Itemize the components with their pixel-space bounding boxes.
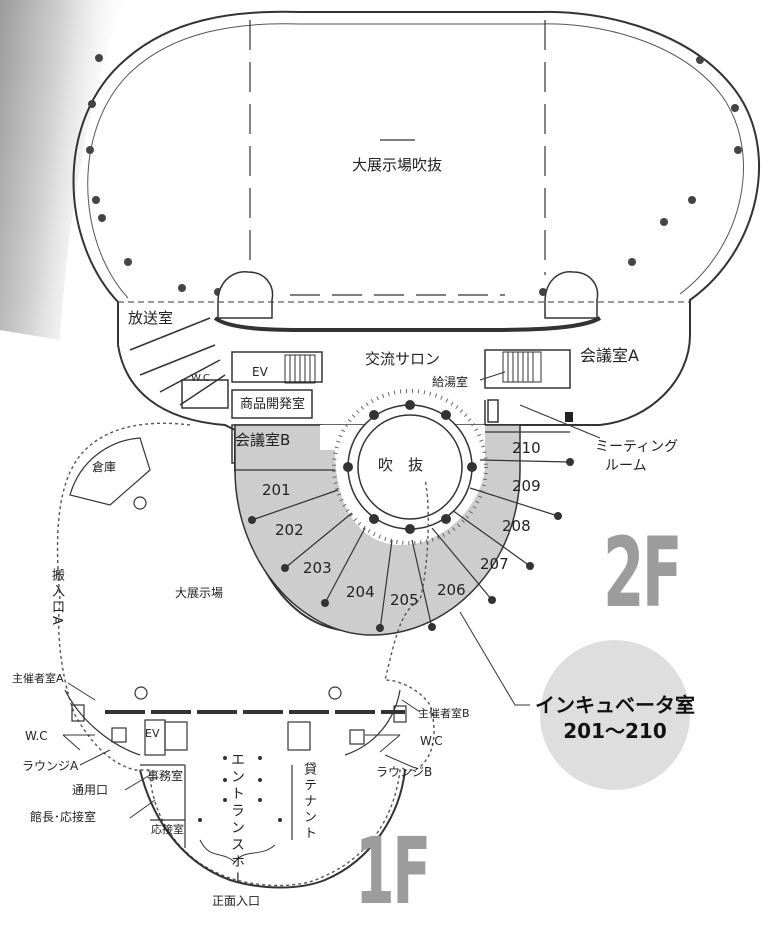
floor-2f-label: 2F — [603, 517, 683, 629]
room-206-label: 206 — [437, 581, 466, 599]
room-204-label: 204 — [346, 583, 375, 601]
wc-2f-label: W.C — [191, 373, 210, 384]
atrium-bump-left — [217, 271, 274, 319]
photo-background — [0, 0, 125, 340]
column-dot — [734, 146, 742, 154]
incubator-callout-bubble — [540, 640, 690, 790]
storage-label: 倉庫 — [92, 460, 117, 474]
column-dot — [178, 284, 186, 292]
product-dev-room-label: 商品開発室 — [240, 397, 306, 412]
stair-2f-right — [502, 351, 542, 383]
column-dot — [88, 100, 96, 108]
column-dot — [688, 196, 696, 204]
loading-entrance-label: 搬入口A — [49, 568, 64, 628]
room-209-label: 209 — [512, 477, 541, 495]
exhibition-hall-label: 大展示場 — [175, 586, 224, 600]
lounge-b-wall — [344, 689, 401, 756]
room-203-label: 203 — [303, 559, 332, 577]
wc-1f-left-label: W.C — [25, 729, 48, 743]
void-label: 吹 抜 — [378, 456, 424, 474]
meeting-room-label-1: ミーティング — [595, 439, 679, 455]
organizer-room-a-label: 主催者室A — [12, 672, 64, 685]
office-label: 事務室 — [147, 769, 184, 783]
kitchenette-label: 給湯室 — [432, 375, 469, 389]
wc-1f-right-label: W.C — [420, 734, 443, 748]
lounge-b-label: ラウンジB — [376, 765, 433, 779]
salon-label: 交流サロン — [365, 350, 441, 368]
room-210-label: 210 — [512, 439, 541, 457]
ev-1f-label: EV — [145, 727, 160, 740]
tenant-label: 貸テナント — [301, 762, 316, 842]
column-dot — [92, 196, 100, 204]
central-void-inner — [357, 414, 463, 520]
director-reception-label: 館長･応接室 — [30, 810, 97, 824]
column-dot — [731, 104, 739, 112]
column-dot — [95, 54, 103, 62]
room-201-label: 201 — [262, 481, 291, 499]
meeting-room-b-label: 会議室B — [235, 431, 291, 449]
room-207-label: 207 — [480, 555, 509, 573]
main-entrance-label: 正面入口 — [212, 894, 261, 908]
column-dot — [124, 258, 132, 266]
reception-room-label: 応接室 — [151, 823, 184, 836]
meeting-room-a-label: 会議室A — [580, 346, 639, 365]
incubator-callout-title: インキュベータ室 — [535, 693, 695, 717]
ev-2f-label: EV — [252, 365, 268, 379]
room-202-label: 202 — [275, 521, 304, 539]
lounge-a-wall — [64, 689, 141, 756]
meeting-room-label-2: ルーム — [605, 458, 647, 474]
room-205-label: 205 — [390, 591, 419, 609]
column-dot — [696, 56, 704, 64]
service-entrance-label: 通用口 — [72, 783, 109, 797]
floor-1f-label: 1F — [355, 818, 431, 925]
atrium-bump-right — [544, 271, 599, 319]
column-dot — [628, 258, 636, 266]
column-dot — [660, 218, 668, 226]
broadcast-room-label: 放送室 — [128, 309, 174, 327]
organizer-room-b-label: 主催者室B — [418, 707, 470, 720]
incubator-callout-range: 201〜210 — [563, 719, 667, 743]
lounge-a-label: ラウンジA — [22, 759, 79, 773]
room-208-label: 208 — [502, 517, 531, 535]
column-dot — [86, 146, 94, 154]
atrium-exhibition-label: 大展示場吹抜 — [352, 156, 443, 174]
column-dot — [98, 214, 106, 222]
entrance-hall-label: エントランスホール — [230, 752, 244, 882]
